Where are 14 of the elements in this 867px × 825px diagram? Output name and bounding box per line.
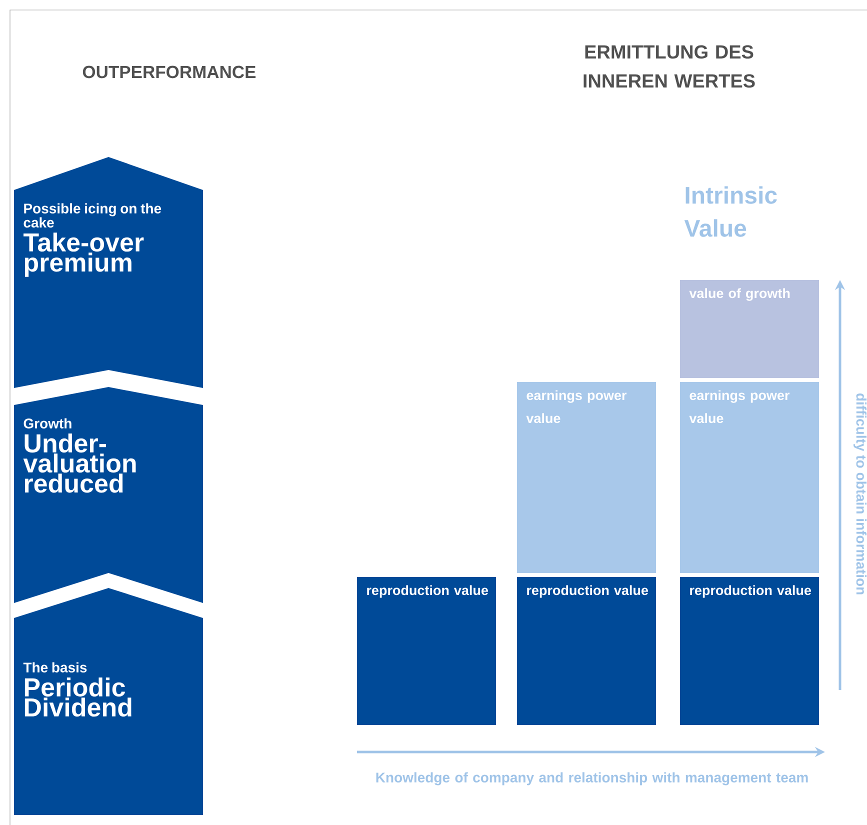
axis-label: difficulty to obtain information bbox=[854, 393, 867, 594]
chart-title: Intrinsic Value bbox=[684, 186, 777, 237]
value-block: earnings power value bbox=[680, 382, 819, 573]
value-block: earnings power value bbox=[517, 382, 656, 573]
value-block: value of growth bbox=[680, 280, 819, 378]
chevron-block: The basis Periodic Dividend bbox=[14, 588, 203, 815]
value-block: reproduction value bbox=[517, 577, 656, 725]
heading: OUTPERFORMANCE bbox=[82, 66, 256, 78]
chevron-block: Possible icing on the cake Take-over premium bbox=[14, 157, 203, 388]
value-block: reproduction value bbox=[680, 577, 819, 725]
axis-label: Knowledge of company and relationship with management team bbox=[376, 772, 808, 786]
chevron-block: Growth Under-valuation reduced bbox=[14, 387, 203, 603]
value-block: reproduction value bbox=[357, 577, 496, 725]
heading: ERMITTLUNG DES INNEREN WERTES bbox=[584, 45, 755, 88]
